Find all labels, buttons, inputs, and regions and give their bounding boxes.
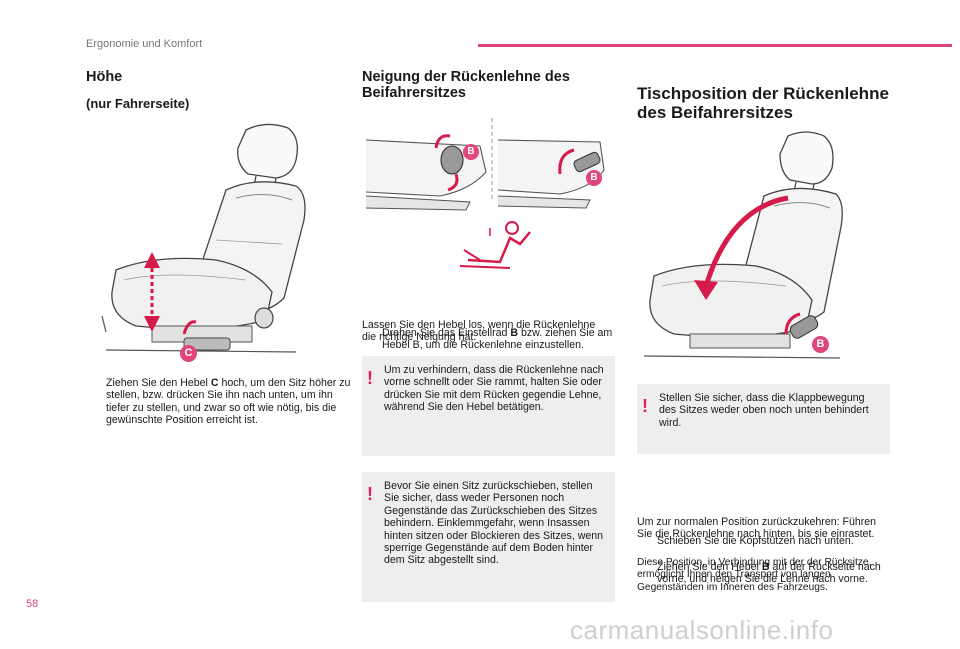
subheading-driver-only: (nur Fahrerseite) — [86, 96, 190, 111]
warning-text: Bevor Sie einen Sitz zurückschieben, ste… — [384, 480, 604, 567]
heading-hoehe: Höhe — [86, 69, 123, 85]
marker-c: C — [180, 345, 197, 362]
instruction-height: Ziehen Sie den Hebel C hoch, um den Sitz… — [106, 377, 351, 427]
warning-icon: ! — [367, 368, 373, 388]
marker-b-left: B — [463, 144, 479, 160]
marker-b: B — [812, 336, 829, 353]
heading-tischposition: Tischposition der Rückenlehne des Beifah… — [637, 84, 889, 122]
warning-icon: ! — [367, 484, 373, 504]
release-text: Lassen Sie den Hebel los, wenn die Rücke… — [362, 319, 596, 344]
marker-b-right: B — [586, 170, 602, 186]
warning-text: Um zu verhindern, dass die Rückenlehne n… — [384, 364, 604, 414]
backrest-tilt-illustration — [365, 118, 605, 269]
seat-height-illustration — [101, 123, 306, 353]
note-text: Diese Position, in Verbindung mit der de… — [637, 557, 872, 593]
warning-icon: ! — [642, 396, 648, 416]
instruction-tilt: Drehen Sie das Einstellrad B bzw. ziehen… — [382, 326, 613, 352]
section-accent-bar — [478, 44, 952, 47]
step-headrests: Schieben Sie die Kopfstützen nach unten. — [657, 535, 854, 548]
page-number: 58 — [26, 598, 39, 610]
restore-text: Um zur normalen Position zurückzukehren:… — [637, 516, 877, 541]
warning-text: Stellen Sie sicher, dass die Klappbewegu… — [659, 392, 869, 429]
step-pull-lever: Ziehen Sie den Hebel B auf der Rückseite… — [657, 560, 881, 586]
warning-box-pinch: ! Bevor Sie einen Sitz zurückschieben, s… — [362, 472, 615, 602]
warning-box-backrest: ! Um zu verhindern, dass die Rückenlehne… — [362, 356, 615, 456]
heading-neigung: Neigung der Rückenlehne des Beifahrersit… — [362, 69, 570, 101]
section-title: Ergonomie und Komfort — [86, 38, 203, 50]
watermark: carmanualsonline.info — [570, 615, 834, 645]
warning-box-folding: ! Stellen Sie sicher, dass die Klappbewe… — [637, 384, 890, 454]
table-position-illustration — [643, 131, 843, 359]
